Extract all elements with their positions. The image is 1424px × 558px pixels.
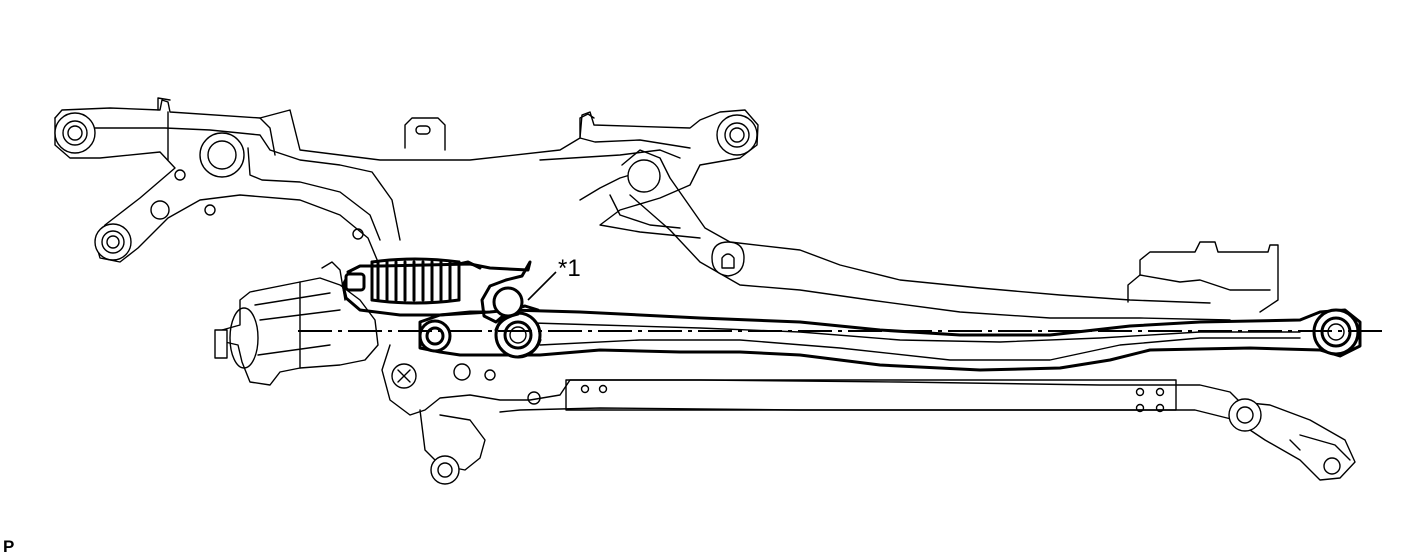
page-tag: P	[3, 537, 15, 556]
drive-rod	[381, 344, 1356, 485]
link-rod	[621, 149, 1279, 321]
callout-leader	[527, 271, 557, 301]
mounting-bolt	[391, 363, 417, 389]
crank-arm	[418, 308, 1362, 372]
tension-spring	[341, 257, 540, 324]
wiper-link-frame	[54, 97, 759, 263]
callout-label: *1	[558, 255, 581, 282]
